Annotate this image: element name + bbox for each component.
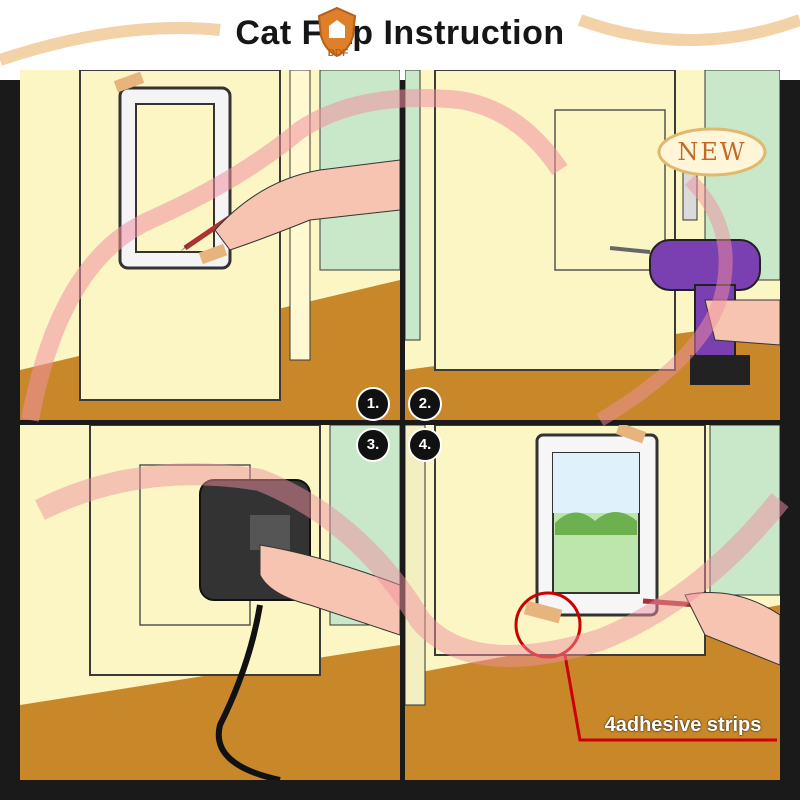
cat-flap-icon	[535, 433, 659, 617]
step-number-2: 2.	[408, 387, 442, 421]
new-badge-icon	[657, 127, 767, 177]
cat-flap-template	[118, 86, 232, 270]
new-badge: NEW	[677, 138, 747, 166]
callout-line	[563, 654, 777, 742]
step-1-panel	[20, 70, 400, 420]
step-3-panel	[20, 425, 400, 780]
step-number-4: 4.	[408, 428, 442, 462]
step-number-1: 1.	[356, 387, 390, 421]
page-title: Cat Flap Instruction	[235, 14, 565, 52]
adhesive-strips-label: 4adhesive strips	[604, 714, 762, 736]
step-2-panel	[405, 70, 780, 420]
step-number-3: 3.	[356, 428, 390, 462]
logo-text: DDF	[327, 48, 349, 59]
